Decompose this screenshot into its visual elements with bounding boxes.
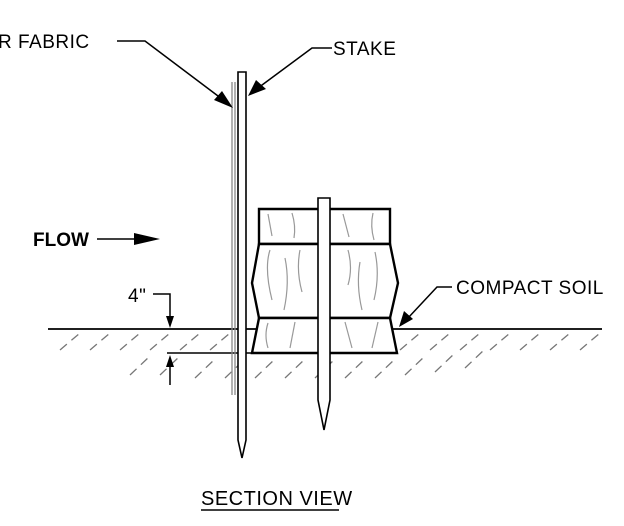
compact-soil-leader (407, 286, 452, 319)
filter-fabric (231, 82, 236, 395)
straw-texture (265, 212, 379, 349)
flow-label: FLOW (33, 230, 89, 251)
stake-label: STAKE (333, 39, 396, 60)
stake-leader (257, 47, 332, 89)
filter-fabric-label: R FABRIC (0, 32, 90, 53)
fabric-leader-arrowhead (214, 91, 233, 108)
dimension-label: 4" (128, 286, 146, 307)
compact-soil-arrowhead (399, 311, 413, 327)
fabric-leader (117, 40, 223, 100)
compact-soil-label: COMPACT SOIL (456, 278, 604, 299)
dimension-arrow-up (166, 355, 174, 367)
flow-arrowhead (134, 233, 160, 245)
dimension-arrow-down (166, 316, 174, 328)
bale-stake (317, 197, 331, 431)
fence-stake (237, 71, 247, 459)
stake-leader-arrowhead (248, 80, 266, 96)
dimension-leader-top (153, 293, 171, 318)
section-view-title: SECTION VIEW (201, 488, 353, 510)
